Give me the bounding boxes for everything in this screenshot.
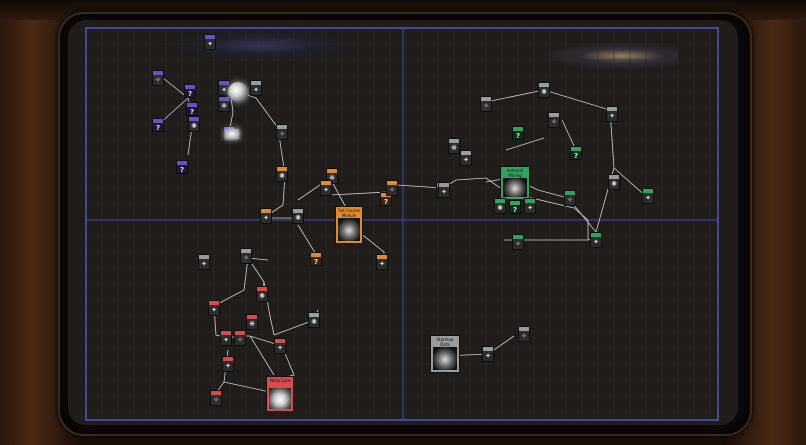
node-gray[interactable]: ✧ (518, 326, 530, 342)
node-red[interactable]: ✦ (222, 356, 234, 372)
node-purple[interactable]: ✧ (152, 70, 164, 86)
node-gray[interactable]: ✺ (292, 208, 304, 224)
node-unknown[interactable]: ? (512, 126, 524, 140)
node-red[interactable]: ✦ (220, 330, 232, 346)
node-orange[interactable]: ✦ (260, 208, 272, 224)
node-purple[interactable]: ✺ (188, 116, 200, 132)
node-orange[interactable]: ✧ (386, 180, 398, 196)
node-unknown[interactable]: ? (310, 252, 322, 266)
node-green[interactable]: ✺ (494, 198, 506, 214)
node-unknown[interactable]: ? (570, 146, 582, 160)
node-gray[interactable]: ✦ (438, 182, 450, 198)
node-gray[interactable]: ✺ (538, 82, 550, 98)
node-green[interactable]: ✦ (590, 232, 602, 248)
node-orange[interactable]: ✦ (320, 180, 332, 196)
node-unknown[interactable]: ? (184, 84, 196, 98)
node-red[interactable]: ✦ (274, 338, 286, 354)
node-green[interactable]: ✧ (564, 190, 576, 206)
node-unknown[interactable]: ? (186, 102, 198, 116)
node-green[interactable]: ✦ (524, 198, 536, 214)
node-gray[interactable]: ✦ (460, 150, 472, 166)
node-red[interactable]: ✺ (256, 286, 268, 302)
node-gray[interactable]: ❋ (448, 138, 460, 154)
node-gray[interactable]: ✺ (308, 312, 320, 328)
nebula-decoration-right (538, 42, 678, 70)
node-gray[interactable]: ✦ (606, 106, 618, 122)
nebula-decoration (163, 28, 363, 62)
glowing-node[interactable] (225, 129, 239, 139)
warp-core-node[interactable]: Warp Core (266, 376, 294, 412)
node-gray[interactable]: ✧ (276, 124, 288, 140)
node-orange[interactable]: ✦ (376, 254, 388, 270)
node-green[interactable]: ✦ (642, 188, 654, 204)
node-gray[interactable]: ✧ (548, 112, 560, 128)
node-red[interactable]: ✧ (234, 330, 246, 346)
node-gray[interactable]: ✧ (480, 96, 492, 112)
node-red[interactable]: ✦ (208, 300, 220, 316)
node-purple[interactable]: ❋ (218, 96, 230, 112)
node-red[interactable]: ❋ (246, 314, 258, 330)
node-map-screen[interactable]: ✦ ✧ ? ✦ ❋ ? ✺ ? ? ✦ ◆ ✧ ✺ ❋ ✦ ? ✧ ✦ ✺ ? … (68, 20, 738, 425)
node-orange[interactable]: ✺ (276, 166, 288, 182)
node-gray[interactable]: ✧ (240, 248, 252, 264)
node-unknown[interactable]: ? (152, 118, 164, 132)
node-green[interactable]: ✧ (512, 234, 524, 250)
node-purple[interactable]: ✦ (204, 34, 216, 50)
grid-and-wires (85, 27, 719, 421)
planet-node[interactable] (228, 82, 248, 102)
node-gray[interactable]: ✦ (198, 254, 210, 270)
node-gray[interactable]: ✺ (608, 174, 620, 190)
node-unknown[interactable]: ? (176, 160, 188, 174)
node-gray[interactable]: ✦ (250, 80, 262, 96)
map-frame (85, 27, 719, 421)
node-red[interactable]: ✧ (210, 390, 222, 406)
node-gray[interactable]: ✦ (482, 346, 494, 362)
node-unknown[interactable]: ? (509, 200, 521, 214)
